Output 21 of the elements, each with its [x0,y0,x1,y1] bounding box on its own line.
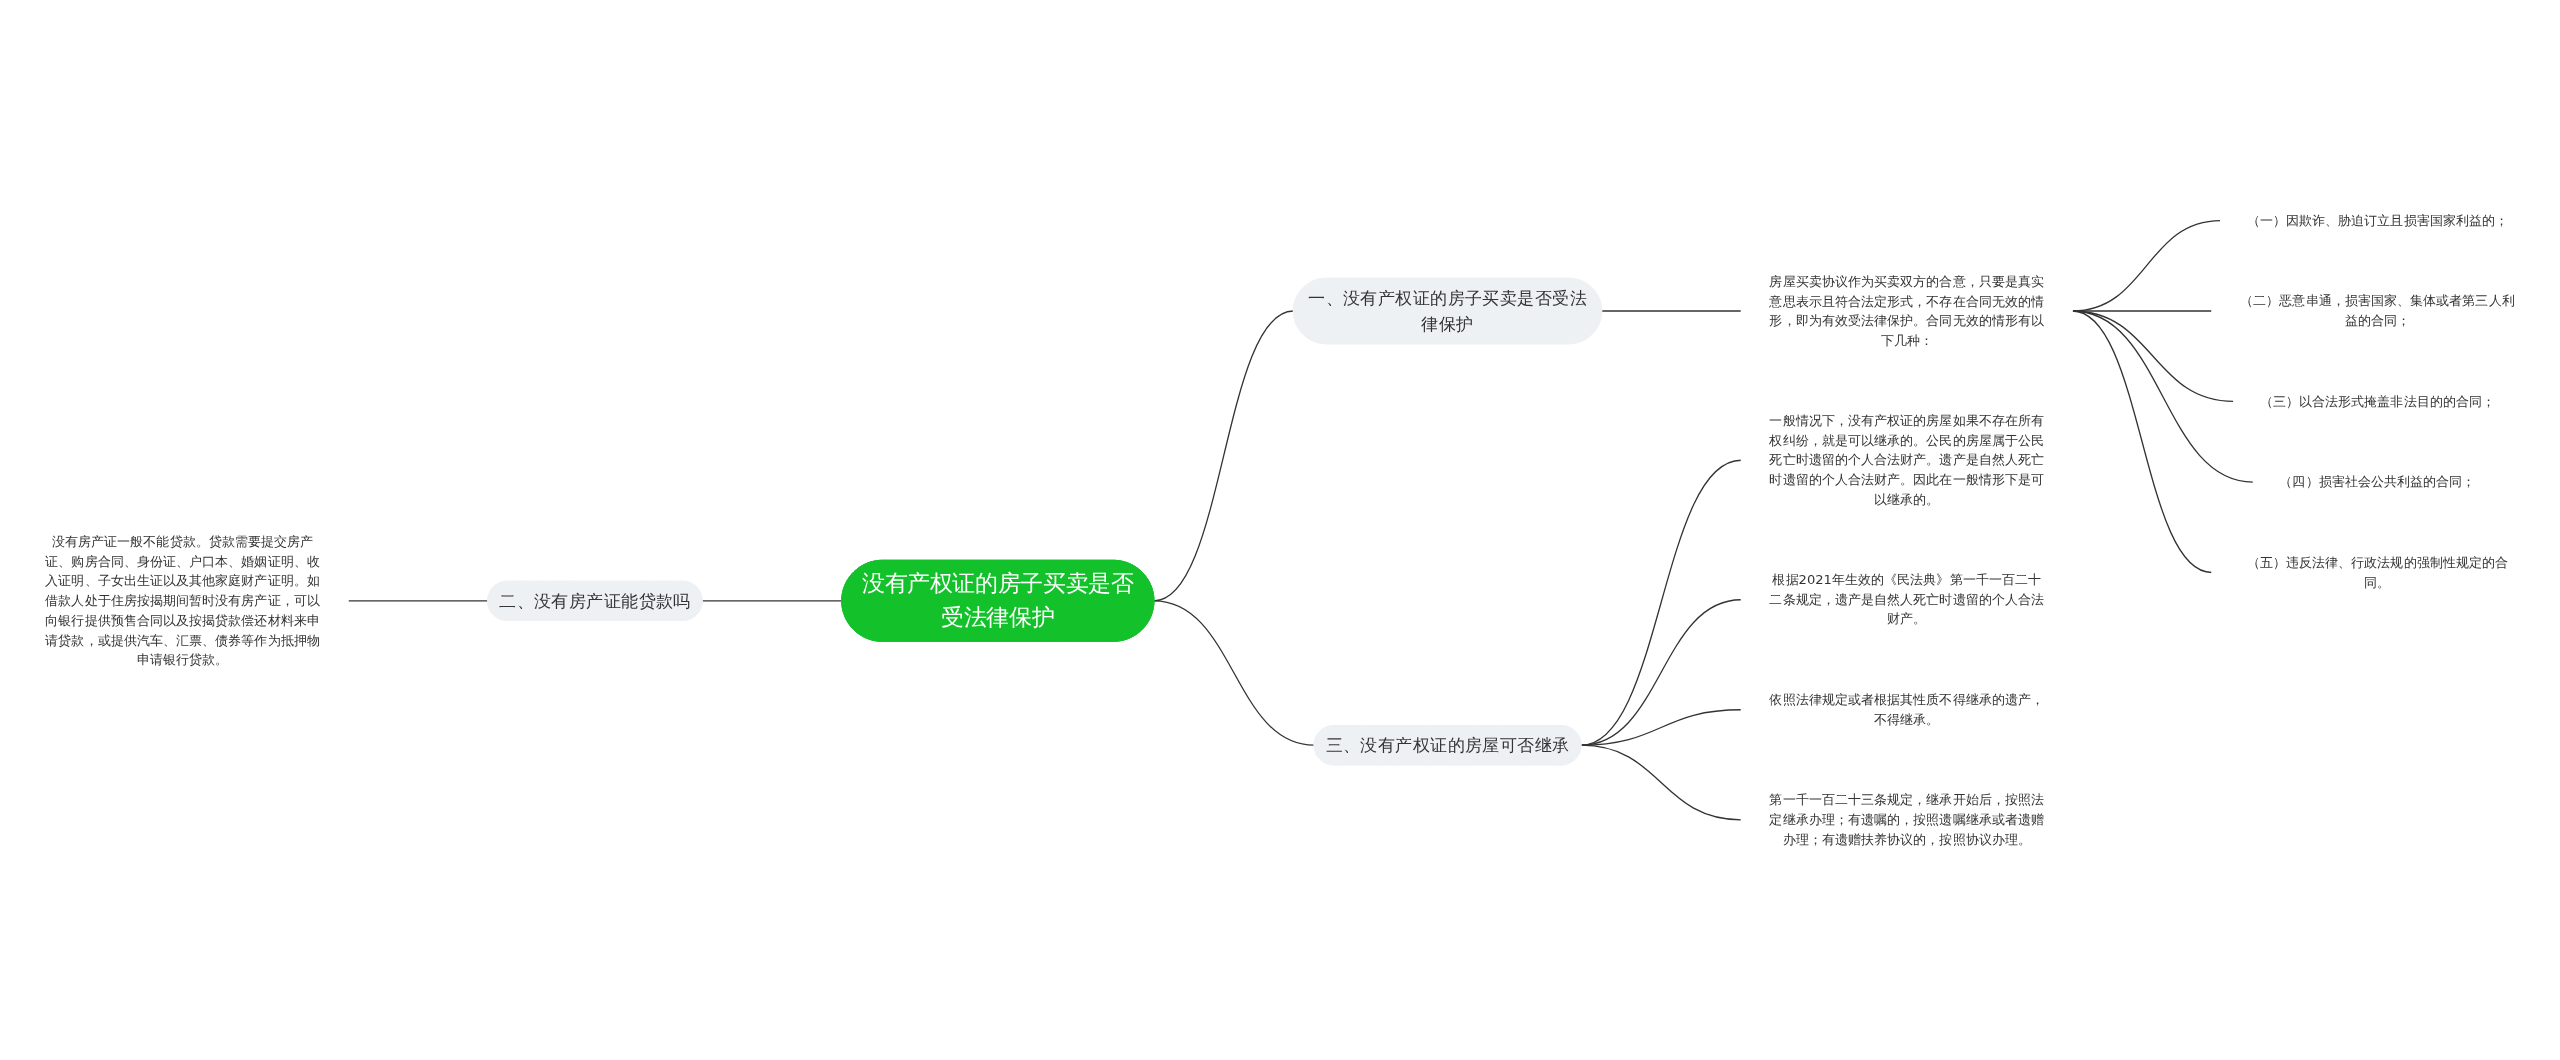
connector [347,600,489,602]
connector [1153,600,1315,746]
connector [1580,459,1742,746]
node-text: 房屋买卖协议作为买卖双方的合意，只要是真实意思表示且符合法定形式，不存在合同无效的情形，即为有效受法律保护。合同无效的情形有以下几种： [1769,273,2045,349]
connector [2071,310,2254,483]
node-text: （二）恶意串通，损害国家、集体或者第三人利益的合同； [2240,293,2515,329]
connector [1580,599,1742,746]
node-text: （三）以合法形式掩盖非法目的的合同； [2259,393,2496,410]
connector [701,600,843,602]
connector [2071,310,2213,574]
node-text: （四）损害社会公共利益的合同； [2279,474,2476,490]
connector [1601,310,1742,312]
node-text: （五）违反法律、行政法规的强制性规定的合同。 [2246,554,2509,590]
node-text: 一般情况下，没有产权证的房屋如果不存在所有权纠纷，就是可以继承的。公民的房屋属于公民死亡时遗留的个人合法财产。遗产是自然人死亡时遗留的个人合法财产。因此在一般情形下是可以继承的。 [1769,412,2045,508]
node-text: 第一千一百二十三条规定，继承开始后，按照法定继承办理；有遗嘱的，按照遗嘱继承或者遗赠办理；有遗赠扶养协议的，按照协议办理。 [1769,792,2045,848]
node-text: （一）因欺诈、胁迫订立且损害国家利益的； [2246,212,2509,229]
node-text: 没有房产证一般不能贷款。贷款需要提交房产证、购房合同、身份证、户口本、婚姻证明、收入证明、子女出生证以及其他家庭财产证明。如借款人处于住房按揭期间暂时没有房产证，可以向银行提供预售合同以及按揭贷款偿还材料来申请贷款，或提供汽车、汇票、债券等作为抵押物申请银行贷款。 [45,533,320,668]
connector [1580,744,1742,821]
node-text: 依照法律规定或者根据其性质不得继承的遗产，不得继承。 [1769,691,2045,728]
connector [1580,709,1742,746]
node-text: 根据2021年生效的《民法典》第一千一百二十二条规定，遗产是自然人死亡时遗留的个人合法财产。 [1769,572,2045,627]
